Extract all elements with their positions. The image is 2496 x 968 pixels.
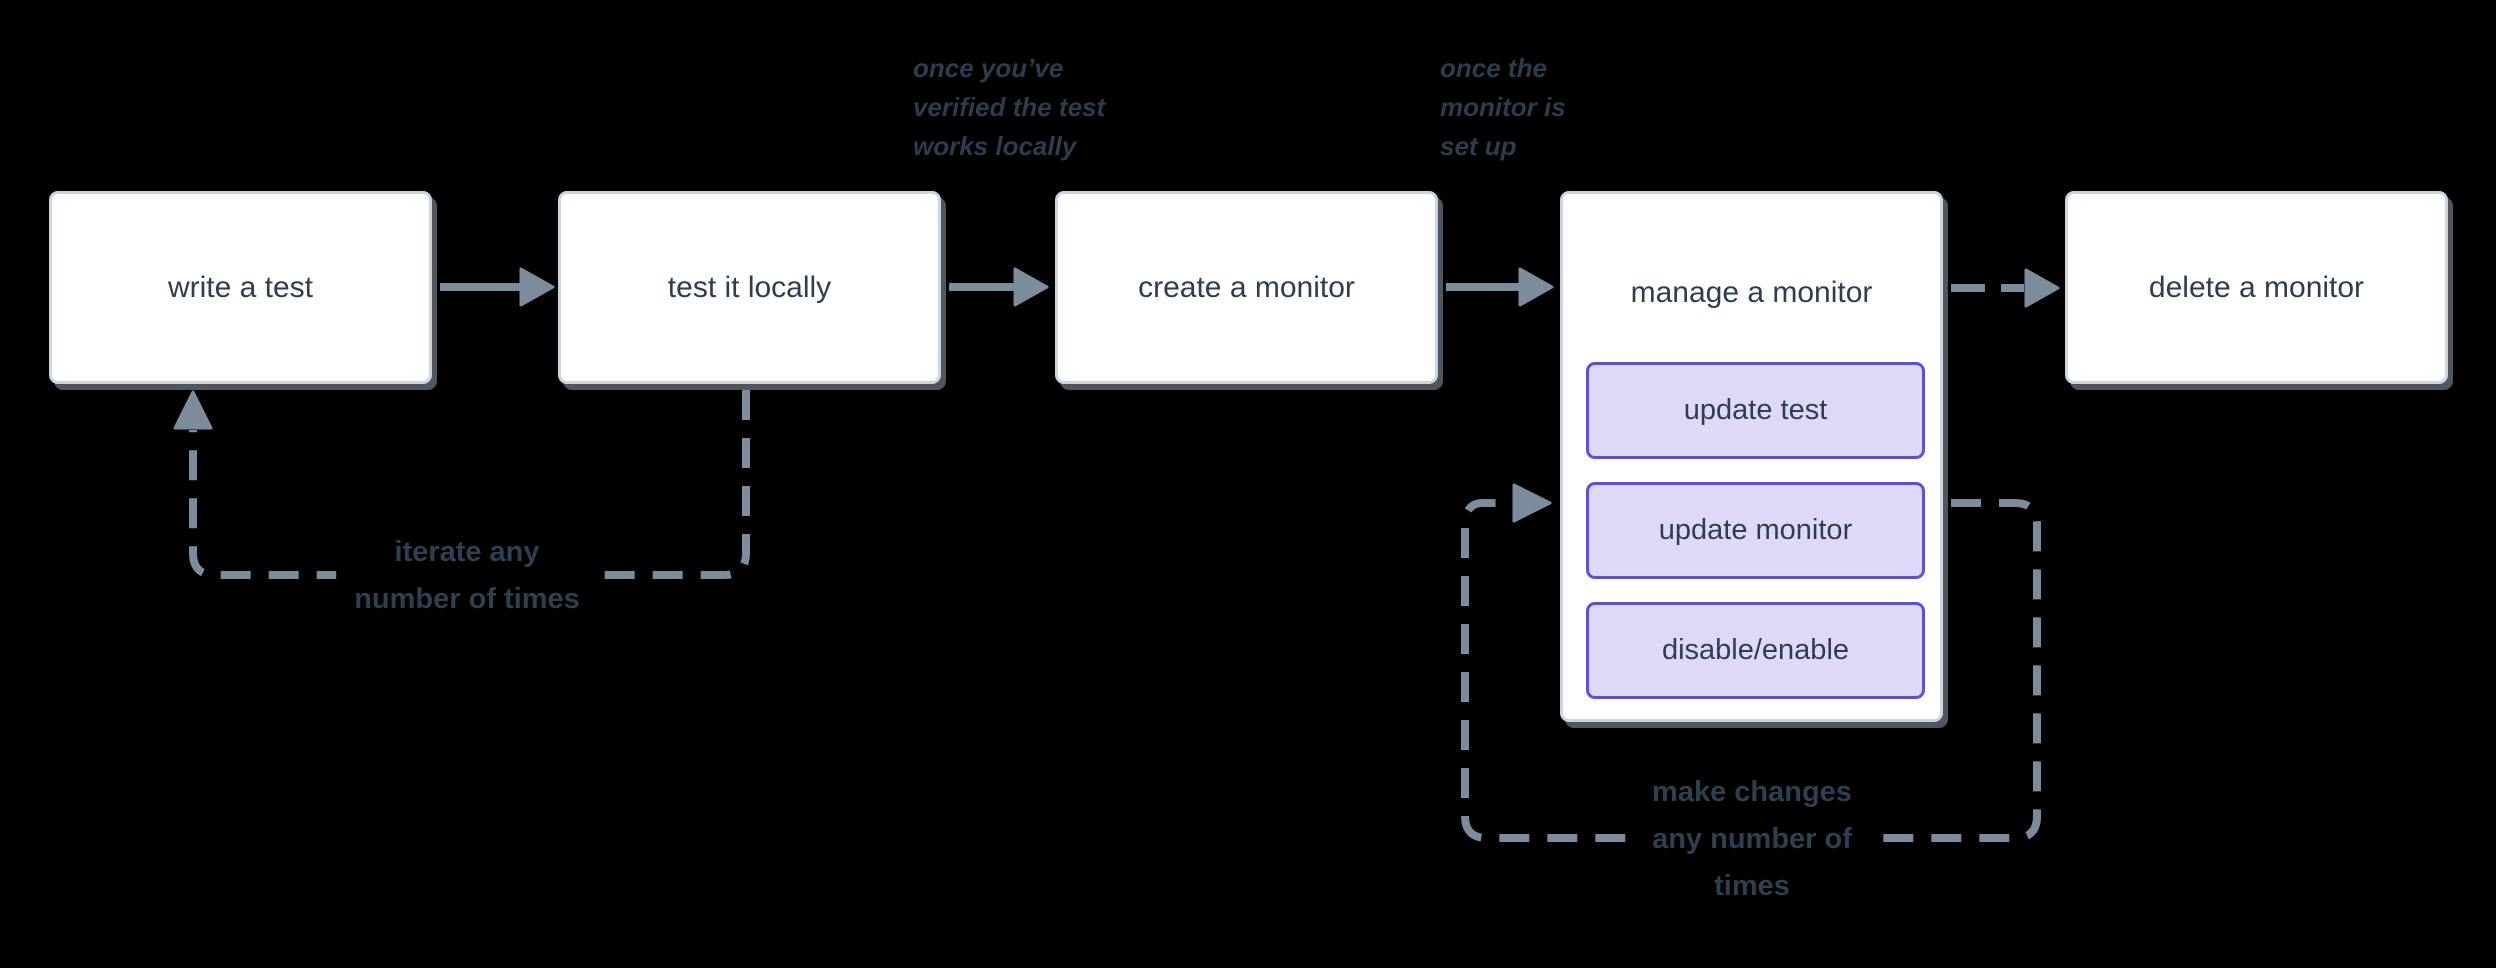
node-label: manage a monitor <box>1630 276 1873 309</box>
subnode-label: update monitor <box>1658 514 1853 546</box>
arrowhead-manage-to-delete-icon <box>2024 268 2060 308</box>
annotation-line: verified the test <box>913 92 1106 122</box>
annotation-once-set-up: once the monitor is set up <box>1440 49 1566 166</box>
annotation-line: works locally <box>913 131 1077 161</box>
flow-subnode-update-test: update test <box>1586 362 1925 459</box>
loop-label-line: any number of <box>1652 823 1852 855</box>
arrowhead-make-changes-loop-icon <box>1512 483 1552 523</box>
flow-node-manage-a-monitor: manage a monitor update test update moni… <box>1560 191 1943 722</box>
node-label: delete a monitor <box>2148 270 2365 304</box>
annotation-line: once you’ve <box>913 53 1064 83</box>
flow-node-test-it-locally: test it locally <box>558 191 941 384</box>
arrowhead-write-to-test-icon <box>519 267 555 307</box>
flow-node-create-a-monitor: create a monitor <box>1055 191 1438 384</box>
arrowhead-test-to-create-icon <box>1013 267 1049 307</box>
annotation-once-verified: once you’ve verified the test works loca… <box>913 49 1105 166</box>
annotation-line: set up <box>1440 131 1517 161</box>
flow-subnode-disable-enable: disable/enable <box>1586 602 1925 699</box>
loop-label-iterate: iterate any number of times <box>336 525 598 627</box>
loop-label-line: make changes <box>1652 776 1852 808</box>
loop-label-line: iterate any <box>394 536 540 568</box>
subnode-label: disable/enable <box>1661 634 1850 666</box>
loop-label-line: times <box>1714 870 1790 902</box>
loop-label-line: number of times <box>354 583 580 615</box>
subnode-label: update test <box>1683 394 1828 426</box>
node-label: create a monitor <box>1138 270 1355 304</box>
flow-subnode-update-monitor: update monitor <box>1586 482 1925 579</box>
arrowhead-iterate-loop-icon <box>173 390 213 430</box>
flow-node-delete-a-monitor: delete a monitor <box>2065 191 2448 384</box>
loop-label-make-changes: make changes any number of times <box>1634 765 1870 914</box>
flow-node-write-a-test: write a test <box>49 191 432 384</box>
node-label: test it locally <box>667 270 832 304</box>
arrowhead-create-to-manage-icon <box>1518 267 1554 307</box>
node-label: write a test <box>167 270 314 304</box>
annotation-line: monitor is <box>1440 92 1566 122</box>
annotation-line: once the <box>1440 53 1547 83</box>
